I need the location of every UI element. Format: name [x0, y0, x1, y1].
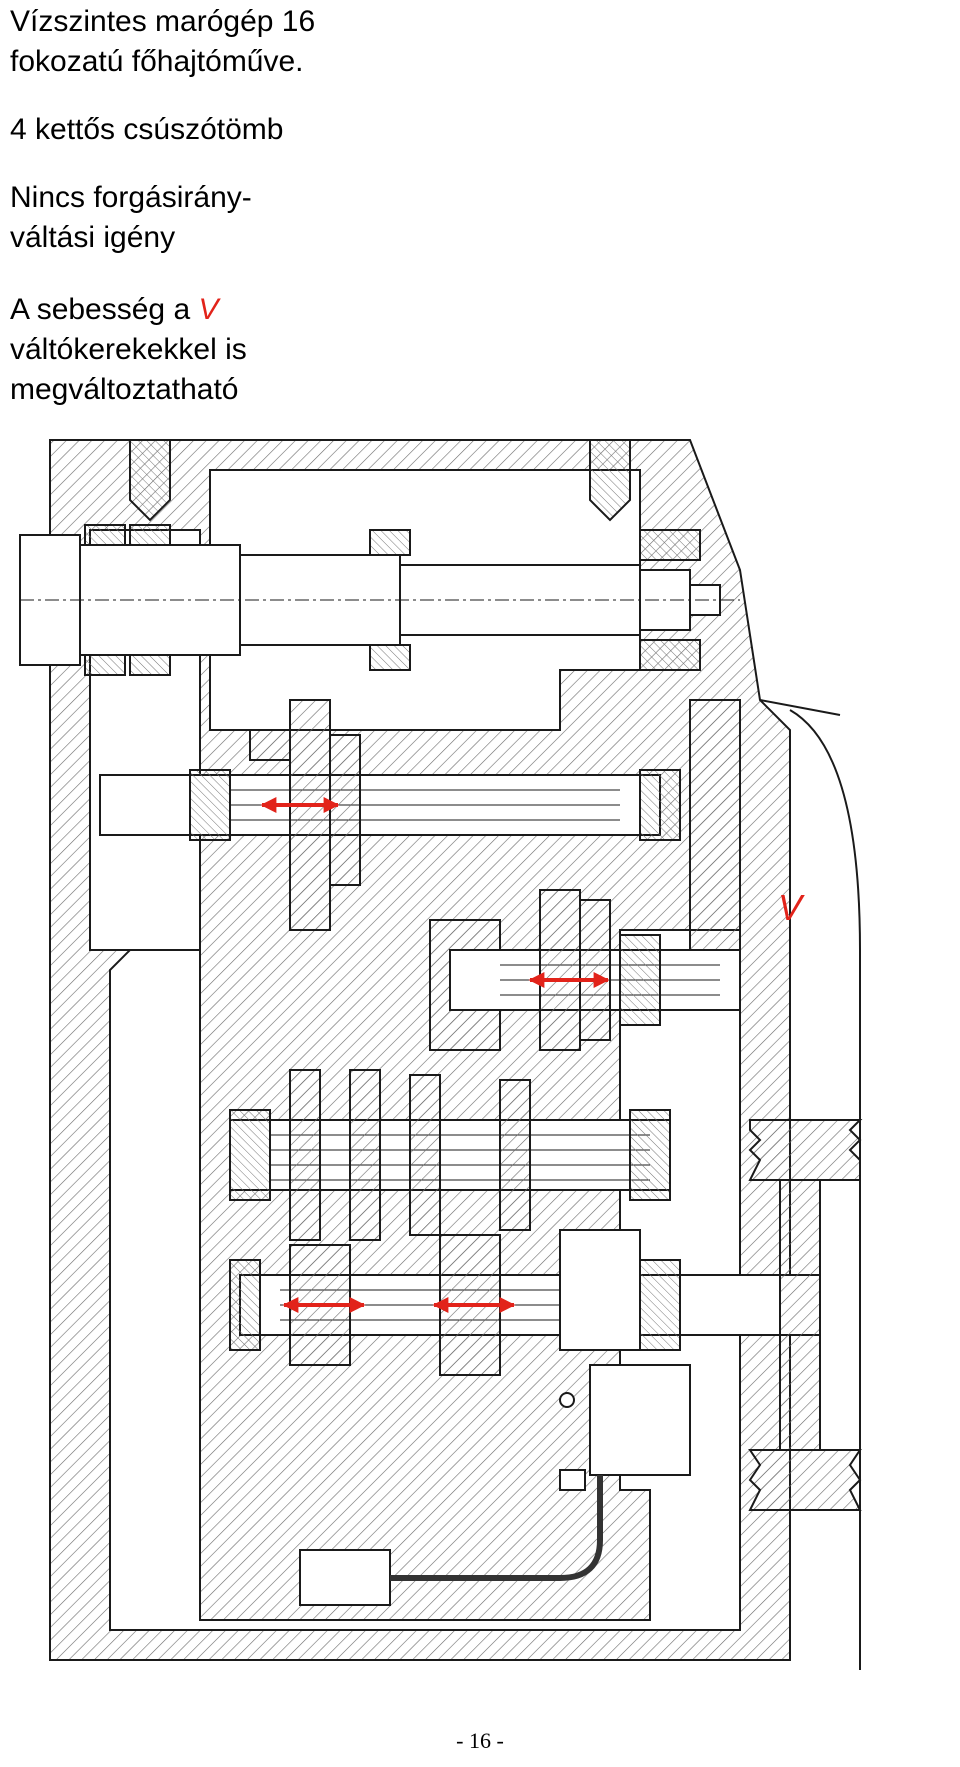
speed-line-1: A sebesség a V [10, 290, 247, 330]
direction-text: Nincs forgásirány- váltási igény [10, 178, 252, 258]
direction-line-2: váltási igény [10, 221, 176, 254]
heading: Vízszintes marógép 16 fokozatú főhajtómű… [10, 2, 315, 82]
speed-line-2: váltókerekekkel is [10, 333, 247, 366]
gearbox-section-drawing: V [19, 439, 863, 1670]
top-ribs [129, 439, 631, 522]
speed-symbol: V [198, 293, 219, 326]
speed-prefix: A sebesség a [10, 293, 199, 326]
main-spindle [19, 524, 740, 676]
speed-text: A sebesség a V váltókerekekkel is megvál… [10, 290, 247, 410]
change-gear-label: V [778, 887, 805, 928]
heading-line-1: Vízszintes marógép 16 [10, 5, 316, 38]
motor-housing [299, 1364, 691, 1606]
page-number: - 16 - [456, 1728, 504, 1753]
speed-line-3: megváltoztatható [10, 373, 239, 406]
heading-line-2: fokozatú főhajtóműve. [10, 45, 304, 78]
direction-line-1: Nincs forgásirány- [10, 181, 252, 214]
shift-blocks-text: 4 kettős csúszótömb [10, 113, 284, 146]
v-belt-pulley [748, 1119, 863, 1511]
shift-arrows [260, 797, 610, 1313]
shaft-3 [429, 889, 741, 1051]
shaft-4 [229, 1069, 671, 1241]
